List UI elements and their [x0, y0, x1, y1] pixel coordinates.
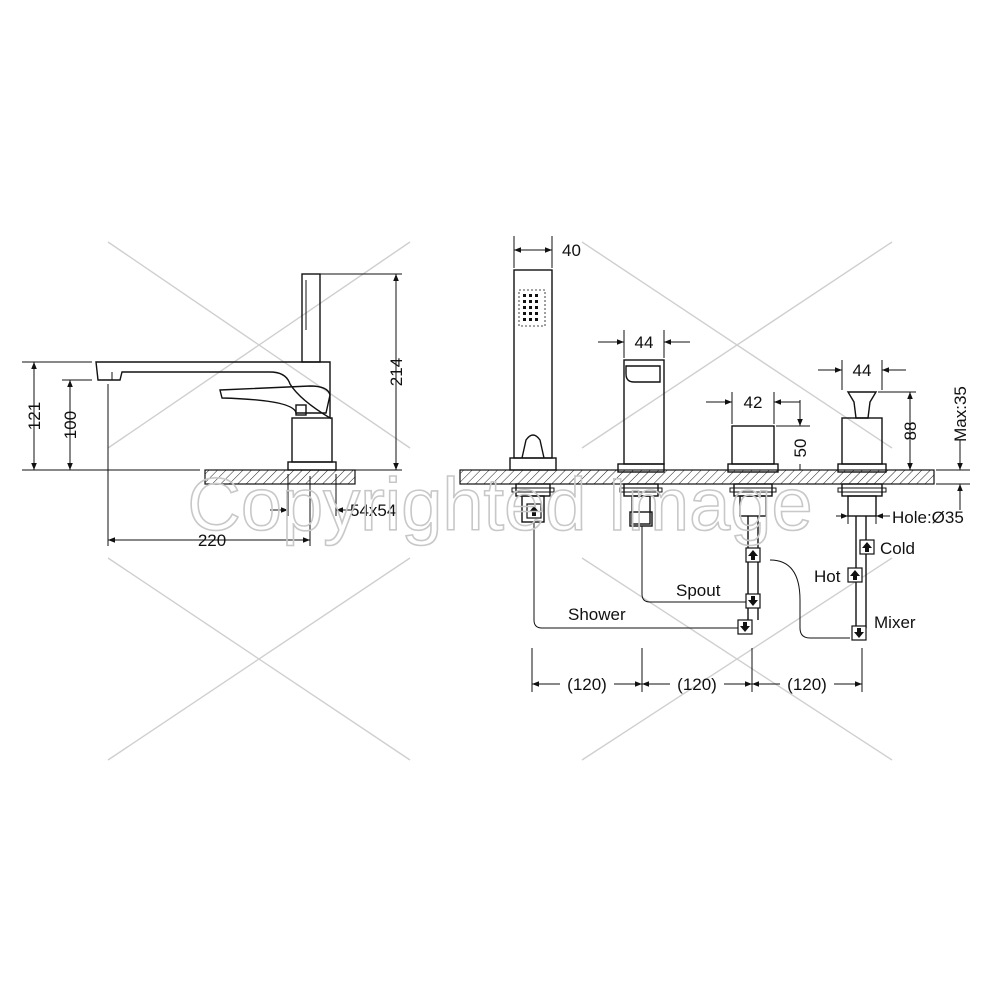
- arrow-down-icon: [737, 619, 753, 635]
- arrow-up-icon: [526, 503, 542, 519]
- handshower: [509, 269, 557, 523]
- watermark-text: Copyrighted Image: [187, 463, 812, 546]
- label-spout: Spout: [676, 581, 721, 600]
- arrow-up-icon: [859, 539, 875, 555]
- dim-spout-width: 44: [635, 333, 654, 352]
- shower-hose: [533, 522, 740, 629]
- label-mixer: Mixer: [874, 613, 916, 632]
- dim-spacing-3: (120): [787, 675, 827, 694]
- watermark-lines: [107, 241, 893, 761]
- side-deck: [204, 469, 356, 485]
- arrow-down-icon: [851, 625, 867, 641]
- side-lever: [219, 385, 331, 414]
- dim-diverter-width: 42: [744, 393, 763, 412]
- label-hot: Hot: [814, 567, 841, 586]
- arrow-down-icon: [745, 593, 761, 609]
- shower-nozzle-grid: [518, 289, 546, 327]
- front-deck: [459, 469, 935, 485]
- dim-deck-max: Max:35: [951, 386, 970, 442]
- side-view: 214 121 100 54x54 220: [22, 273, 406, 550]
- mixer-hose: [769, 559, 850, 639]
- arrow-up-icon: [745, 547, 761, 563]
- label-shower: Shower: [568, 605, 626, 624]
- spout-hose: [641, 526, 750, 603]
- dim-height-total: 214: [387, 358, 406, 386]
- dim-diverter-height: 50: [791, 439, 810, 458]
- dim-mixer-width: 44: [853, 361, 872, 380]
- dim-handshower-width: 40: [562, 241, 581, 260]
- dim-hole: Hole:Ø35: [892, 508, 964, 527]
- front-view: 40 44 42 50 44 88 Max:35: [459, 236, 970, 694]
- mixer: [837, 391, 887, 628]
- spout: [617, 359, 665, 527]
- side-spout: [95, 361, 331, 420]
- dim-mixer-height: 88: [901, 422, 920, 441]
- side-handshower: [301, 273, 321, 363]
- dim-spacing-1: (120): [567, 675, 607, 694]
- side-body: [291, 417, 333, 463]
- dim-reach: 220: [198, 531, 226, 550]
- arrow-up-icon: [847, 567, 863, 583]
- dim-height-outlet: 100: [61, 411, 80, 439]
- dim-height-spout: 121: [25, 402, 44, 430]
- side-lever-cap: [295, 404, 307, 416]
- dim-spacing-2: (120): [677, 675, 717, 694]
- dim-base: 54x54: [350, 501, 396, 520]
- label-cold: Cold: [880, 539, 915, 558]
